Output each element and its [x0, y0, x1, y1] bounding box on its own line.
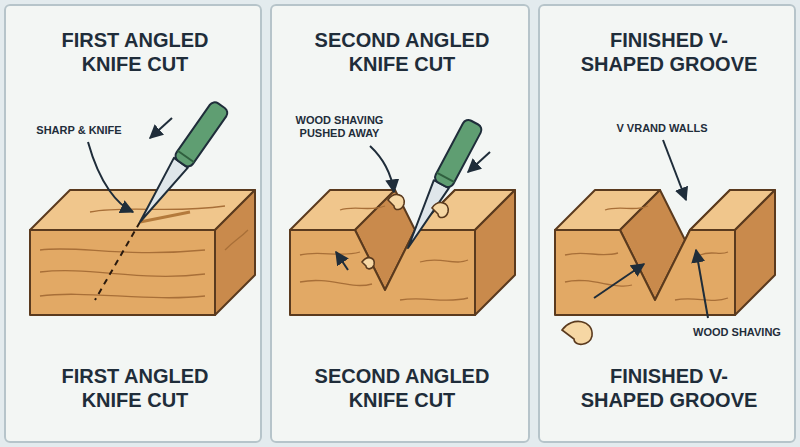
block-front	[555, 230, 735, 315]
panel-heading: FIRST ANGLED KNIFE CUT	[35, 28, 235, 76]
callout-label: SHARP & KNIFE	[24, 124, 134, 137]
callout-label: WOOD SHAVING PUSHED AWAY	[282, 114, 397, 140]
knife-blade	[400, 180, 449, 252]
panel-caption: FIRST ANGLED KNIFE CUT	[35, 364, 235, 412]
panel-caption: SECOND ANGLED KNIFE CUT	[302, 364, 502, 412]
step-panel: FINISHED V-SHAPED GROOVE V VRAND WALLS WOO…	[538, 4, 796, 443]
knife-handle	[173, 100, 230, 169]
block-side	[735, 190, 775, 315]
panel-heading: SECOND ANGLED KNIFE CUT	[302, 28, 502, 76]
block-side	[215, 190, 255, 315]
panel-caption: FINISHED V-SHAPED GROOVE	[569, 364, 769, 412]
block-front	[290, 230, 475, 315]
step-panel: SECOND ANGLED KNIFE CUT WOOD SHAVING PUSH…	[270, 4, 530, 443]
panel-ground	[538, 4, 796, 443]
wood-grain	[40, 206, 728, 300]
block-side	[475, 190, 515, 315]
knife	[399, 118, 483, 253]
callout-label: V VRAND WALLS	[597, 122, 727, 135]
wood-shaving	[362, 195, 592, 345]
panel-ground	[270, 4, 530, 443]
leader-arrow	[88, 118, 708, 318]
knife-handle	[433, 118, 484, 189]
knife-blade	[133, 158, 188, 227]
callout-label: WOOD SHAVING	[682, 326, 792, 339]
knife-ferrule	[437, 173, 455, 182]
panel-ground	[4, 4, 262, 443]
panel-heading: FINISHED V-SHAPED GROOVE	[569, 28, 769, 76]
block-front	[30, 230, 215, 315]
knife-ferrule	[178, 151, 194, 162]
knife	[132, 100, 230, 228]
step-panel: FIRST ANGLED KNIFE CUT SHARP & KNIFE FIRST…	[4, 4, 262, 443]
cut-line	[95, 222, 140, 300]
